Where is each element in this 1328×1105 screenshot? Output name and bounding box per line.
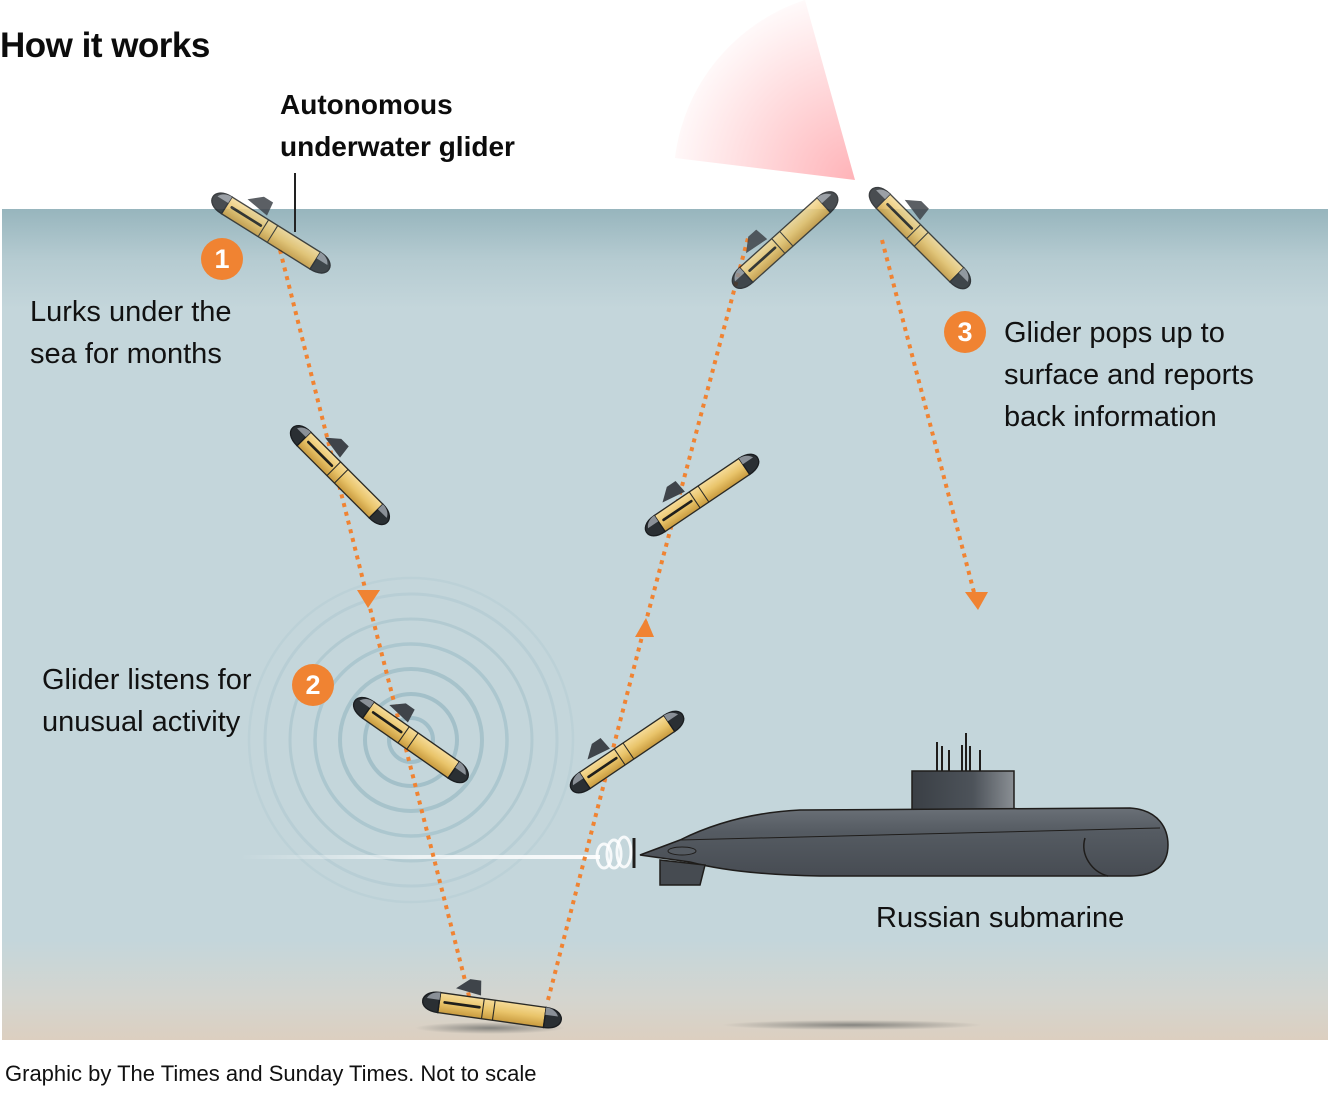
glider-icon-seabed — [415, 971, 567, 1034]
credit-line: Graphic by The Times and Sunday Times. N… — [5, 1061, 537, 1086]
step-1-line-1: Lurks under the — [30, 296, 232, 328]
glider-label-line-1: Autonomous — [280, 89, 453, 120]
step-2-line-1: Glider listens for — [42, 664, 252, 696]
step-3-badge: 3 — [944, 311, 986, 353]
step-3-line-2: surface and reports — [1004, 359, 1254, 391]
sound-wake-line — [240, 855, 600, 859]
step-3-line-1: Glider pops up to — [1004, 317, 1225, 349]
submarine-label: Russian submarine — [876, 902, 1125, 934]
path-segment-descent-1 — [278, 249, 370, 601]
glider-path — [278, 237, 978, 1001]
submarine-icon — [595, 733, 1169, 1030]
glider-label: Autonomous underwater glider — [280, 84, 515, 168]
step-1-text: Lurks under the sea for months — [30, 291, 232, 375]
step-1-badge: 1 — [201, 238, 243, 280]
step-2-text: Glider listens for unusual activity — [42, 659, 252, 743]
arrow-down-1 — [357, 590, 380, 608]
path-arrow-icon — [357, 590, 988, 637]
signal-beam-icon — [675, 0, 855, 180]
arrow-down-2 — [965, 592, 988, 610]
path-segment-descent-2 — [366, 599, 472, 1001]
arrow-up-1 — [635, 618, 654, 637]
path-segment-ascent-2 — [643, 237, 750, 626]
sea-background — [2, 209, 1328, 1040]
step-1-line-2: sea for months — [30, 338, 222, 370]
page-title: How it works — [0, 26, 210, 65]
sonar-rings-icon — [247, 576, 575, 904]
step-2-line-2: unusual activity — [42, 706, 241, 738]
path-segment-ascent-1 — [546, 624, 647, 1001]
step-2-badge: 2 — [292, 664, 334, 706]
glider-label-line-2: underwater glider — [280, 131, 515, 162]
step-3-line-3: back information — [1004, 401, 1217, 433]
step-3-text: Glider pops up to surface and reports ba… — [1004, 312, 1254, 438]
